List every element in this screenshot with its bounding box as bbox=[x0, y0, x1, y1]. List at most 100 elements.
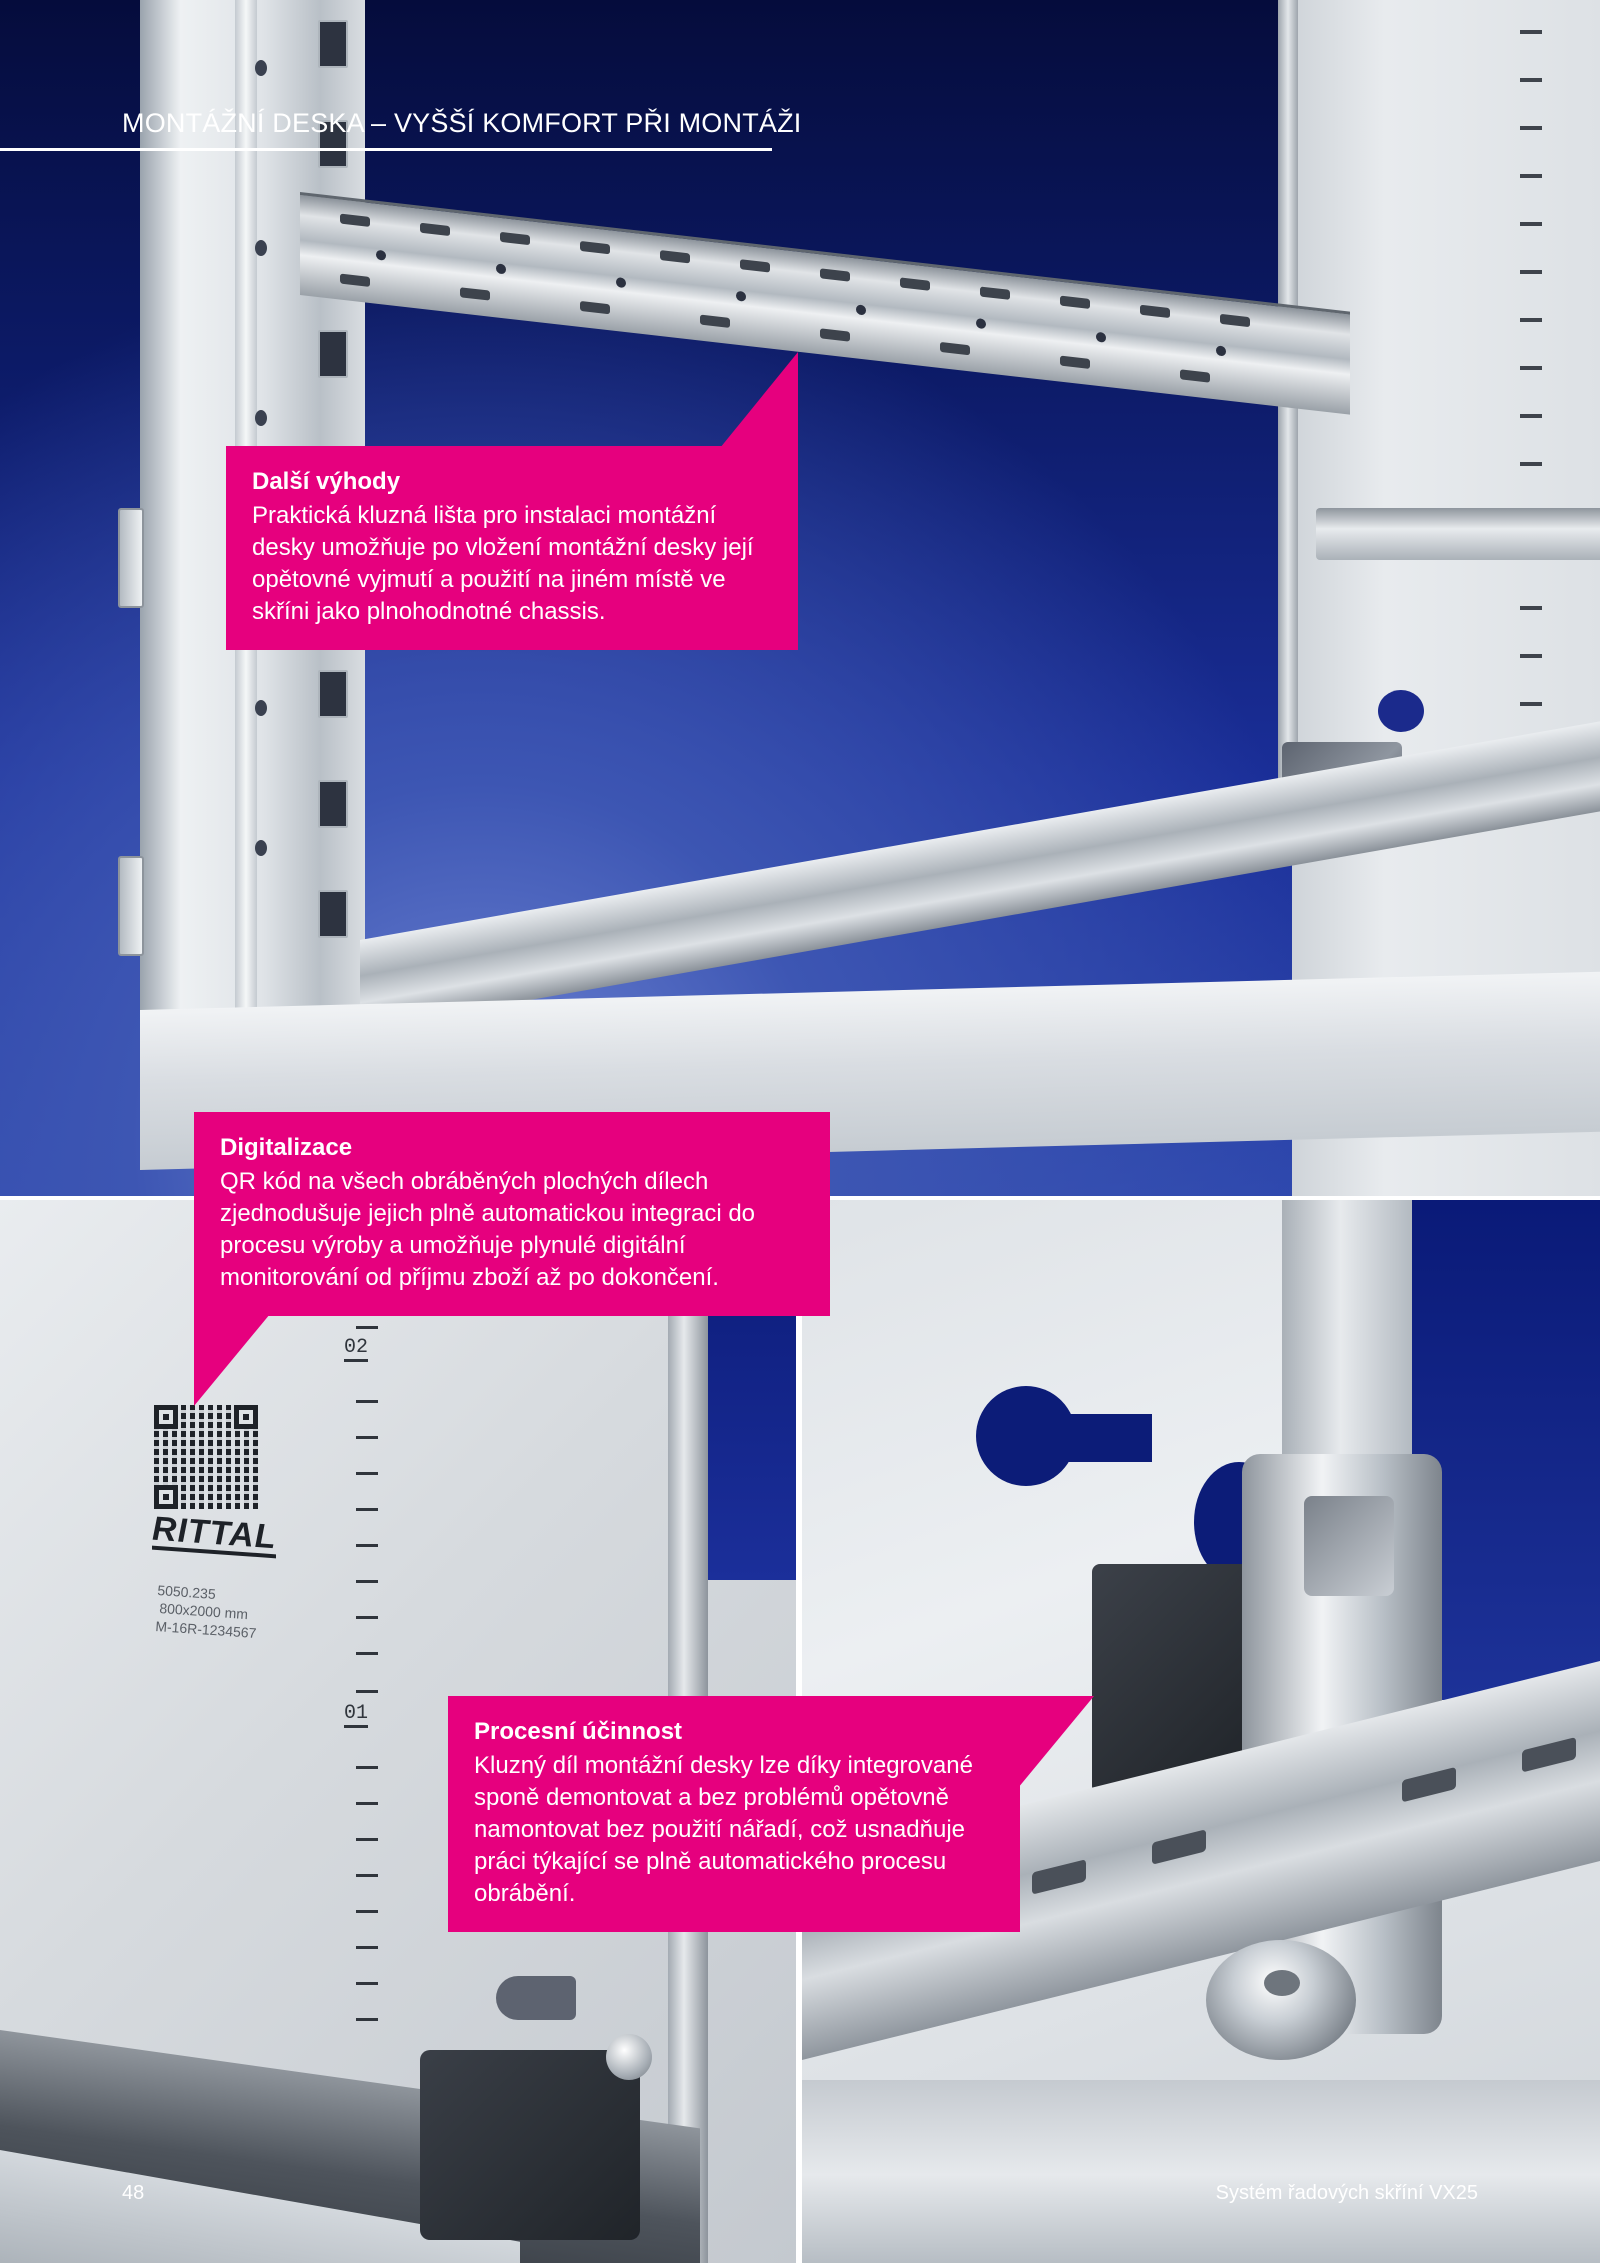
ruler-tick bbox=[356, 1400, 378, 1403]
frame-hole bbox=[255, 840, 267, 856]
rail-slot bbox=[340, 273, 370, 287]
sliding-rail-top bbox=[300, 192, 1350, 415]
rail-slot bbox=[1140, 304, 1170, 319]
background-blue bbox=[1412, 1200, 1600, 1700]
frame-slot bbox=[318, 780, 348, 828]
scale-tick bbox=[1520, 126, 1542, 130]
ruler-tick bbox=[356, 1946, 378, 1949]
rail-hole bbox=[736, 290, 746, 302]
rail-slot bbox=[1152, 1829, 1206, 1865]
title-underline bbox=[0, 148, 772, 151]
ruler-tick bbox=[356, 1838, 378, 1841]
rail-slot bbox=[900, 277, 930, 291]
rail-slot bbox=[340, 213, 370, 227]
frame-bottom bbox=[802, 2080, 1600, 2263]
qr-code-icon bbox=[154, 1405, 258, 1509]
rail-hole bbox=[856, 304, 866, 316]
rail-slot bbox=[820, 268, 850, 282]
rail-hole bbox=[616, 277, 626, 289]
callout-text: Praktická kluzná lišta pro instalaci mon… bbox=[252, 502, 754, 625]
scale-tick bbox=[1520, 606, 1542, 610]
rail-slot bbox=[1060, 295, 1090, 310]
frame-hole bbox=[255, 700, 267, 716]
ruler-tick bbox=[356, 1580, 378, 1583]
rail-slot bbox=[1220, 313, 1250, 328]
ruler-tick bbox=[356, 2018, 378, 2021]
ruler-tick bbox=[356, 1802, 378, 1805]
keyhole-slot bbox=[1052, 1414, 1152, 1462]
torx-head bbox=[1264, 1970, 1300, 1996]
ruler-tick bbox=[356, 1652, 378, 1655]
rail-slot bbox=[980, 286, 1010, 300]
rail-slot bbox=[1522, 1737, 1576, 1773]
side-rail bbox=[1316, 508, 1600, 560]
callout-heading: Procesní účinnost bbox=[474, 1718, 683, 1745]
qr-finder bbox=[234, 1405, 258, 1429]
frame-hole bbox=[255, 410, 267, 426]
callout-heading: Další výhody bbox=[252, 468, 401, 495]
ruler-tick bbox=[356, 1508, 378, 1511]
callout-text: QR kód na všech obráběných plochých díle… bbox=[220, 1168, 756, 1291]
qr-finder bbox=[154, 1405, 178, 1429]
callout-digitalization: Digitalizace QR kód na všech obráběných … bbox=[194, 1112, 830, 1316]
rail-hole bbox=[496, 263, 506, 275]
rail-slot bbox=[500, 231, 530, 246]
scale-tick bbox=[1520, 270, 1542, 274]
rail-slot bbox=[1402, 1766, 1456, 1803]
ruler-tick bbox=[356, 1766, 378, 1769]
frame-slot bbox=[318, 890, 348, 938]
scale-tick bbox=[1520, 702, 1542, 706]
rail-slot bbox=[940, 341, 970, 356]
callout-heading: Digitalizace bbox=[220, 1134, 353, 1161]
rail-slot bbox=[1060, 355, 1090, 370]
ruler-label-top: 02 bbox=[344, 1336, 369, 1362]
frame-clip bbox=[118, 856, 144, 956]
ruler-tick bbox=[356, 1544, 378, 1547]
rail-slot bbox=[660, 250, 690, 264]
rail-slot bbox=[820, 328, 850, 342]
spring-clip-window bbox=[1304, 1496, 1394, 1596]
rail-slot bbox=[460, 287, 490, 301]
footer-title: Systém řadových skříní VX25 bbox=[1215, 2182, 1478, 2204]
rail-hole bbox=[976, 318, 986, 330]
callout-text: Kluzný díl montážní desky lze díky integ… bbox=[474, 1752, 973, 1907]
scale-tick bbox=[1520, 78, 1542, 82]
ruler-tick bbox=[356, 1472, 378, 1475]
scale-tick bbox=[1520, 30, 1542, 34]
callout-further-benefits: Další výhody Praktická kluzná lišta pro … bbox=[226, 446, 798, 650]
rail-slot bbox=[580, 240, 610, 255]
rail-slot bbox=[420, 222, 450, 237]
ruler-tick bbox=[356, 1910, 378, 1913]
scale-tick bbox=[1520, 174, 1542, 178]
ruler-tick bbox=[356, 1326, 378, 1329]
rail-slot bbox=[700, 314, 730, 328]
ruler-tick bbox=[356, 1436, 378, 1439]
frame-slot bbox=[318, 120, 348, 168]
scale-tick bbox=[1520, 222, 1542, 226]
rail-hole bbox=[376, 249, 386, 261]
page-title: MONTÁŽNÍ DESKA – VYŠŠÍ KOMFORT PŘI MONTÁ… bbox=[122, 108, 802, 138]
scale-tick bbox=[1520, 366, 1542, 370]
ruler-tick bbox=[356, 1616, 378, 1619]
rail-slot bbox=[1180, 369, 1210, 383]
ruler-tick bbox=[356, 1982, 378, 1985]
rail-slot bbox=[740, 259, 770, 273]
plastic-clip bbox=[420, 2050, 640, 2240]
rail-slot bbox=[580, 300, 610, 315]
ruler-tick bbox=[356, 1690, 378, 1693]
frame-hole bbox=[255, 240, 267, 256]
rail-slot bbox=[1032, 1859, 1086, 1895]
torx-screw bbox=[1206, 1940, 1356, 2060]
scale-tick bbox=[1520, 414, 1542, 418]
callout-process-efficiency: Procesní účinnost Kluzný díl montážní de… bbox=[448, 1696, 1020, 1932]
ruler-label-bottom: 01 bbox=[344, 1702, 369, 1728]
scale-tick bbox=[1520, 654, 1542, 658]
rail-hole bbox=[1096, 331, 1106, 343]
frame-slot bbox=[318, 330, 348, 378]
scale-tick bbox=[1520, 462, 1542, 466]
keyhole-opening bbox=[1378, 690, 1424, 732]
ruler-tick bbox=[356, 1874, 378, 1877]
scale-tick bbox=[1520, 318, 1542, 322]
rail-hole bbox=[1216, 345, 1226, 357]
